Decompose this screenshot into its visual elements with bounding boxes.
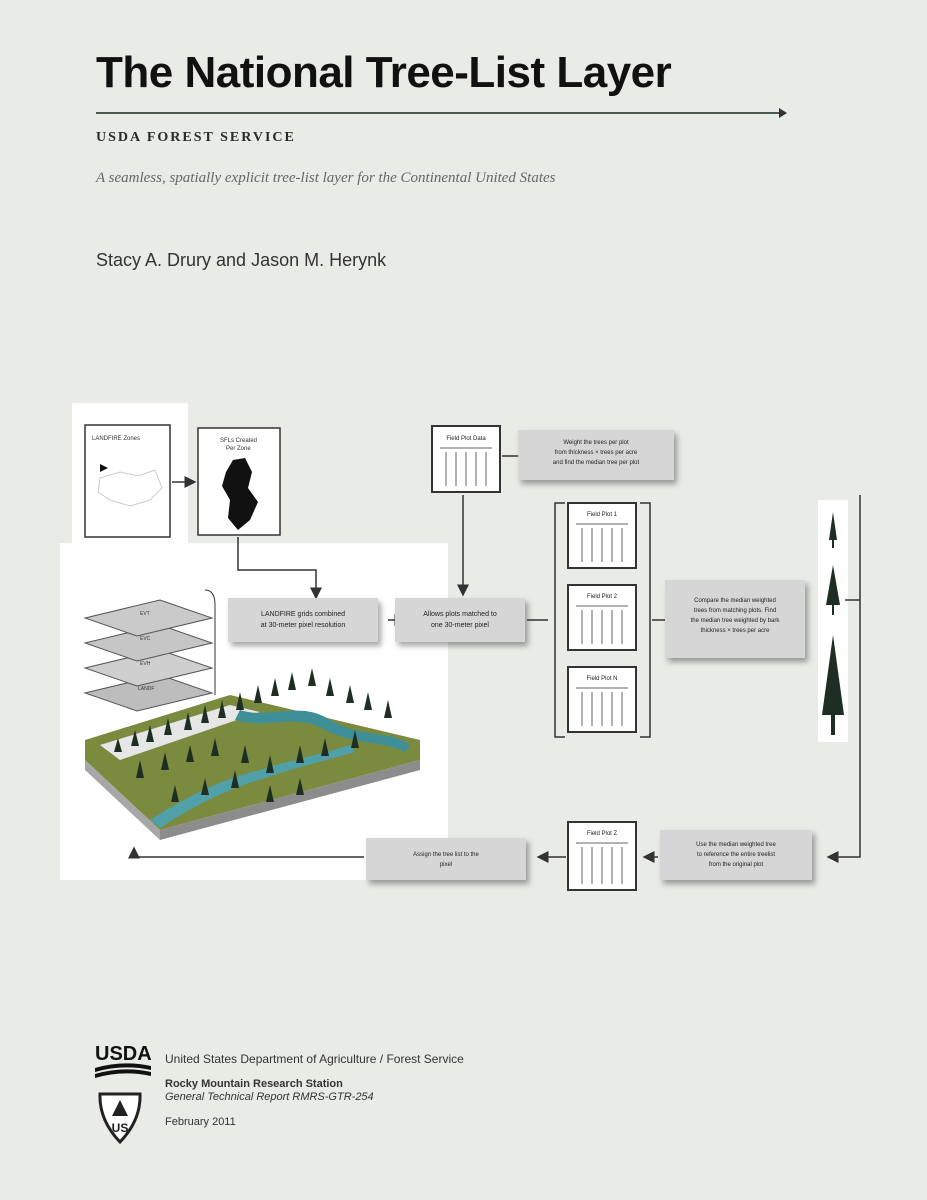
publication-date: February 2011: [165, 1116, 236, 1128]
field-plot-data-table: Field Plot Data: [431, 425, 501, 493]
compare-box-line-2: trees from matching plots. Find: [694, 608, 776, 614]
field-plot-1-table: Field Plot 1: [567, 502, 637, 569]
workflow-diagram: LANDFIRE Zones SFLs Created Per Zone LAN…: [60, 403, 861, 891]
terrain-illustration: [85, 668, 420, 840]
department-name: United States Department of Agriculture …: [165, 1052, 464, 1066]
assign-tree-list-box: [366, 838, 526, 880]
authors: Stacy A. Drury and Jason M. Herynk: [96, 250, 387, 270]
map2-label-1: SFLs Created: [220, 438, 257, 444]
compare-box-line-1: Compare the median weighted: [694, 598, 776, 604]
agency-name: USDA FOREST SERVICE: [96, 130, 296, 145]
field-plot-1-label: Field Plot 1: [587, 512, 618, 518]
title-rule: [96, 112, 782, 114]
usda-logo: USDA: [95, 1043, 151, 1078]
weight-trees-box: [518, 430, 674, 480]
layer-label-2: EVC: [140, 636, 151, 642]
report-number: General Technical Report RMRS-GTR-254: [165, 1091, 374, 1103]
assign-box-line-2: pixel: [440, 862, 452, 868]
compare-box-line-3: the median tree weighted by bark: [691, 618, 781, 624]
rule-arrowhead-icon: [779, 108, 787, 118]
field-plot-2-table: Field Plot 2: [567, 584, 637, 651]
grids-combined-box: [228, 598, 378, 642]
station-name: Rocky Mountain Research Station: [165, 1078, 343, 1090]
match-box-line-2: one 30-meter pixel: [431, 622, 489, 629]
landfire-zones-map: LANDFIRE Zones: [84, 424, 171, 538]
use-median-box: [660, 830, 812, 880]
use-box-line-2: to reference the entire treelist: [697, 852, 775, 858]
layer-label-4: LANDF: [138, 686, 154, 692]
weight-box-line-1: Weight the trees per plot: [563, 440, 629, 446]
subtitle: A seamless, spatially explicit tree-list…: [96, 170, 556, 186]
field-plot-data-label: Field Plot Data: [446, 436, 486, 442]
use-box-line-3: from the original plot: [709, 862, 764, 868]
weight-box-line-2: from thickness × trees per acre: [555, 450, 638, 456]
weight-box-line-3: and find the median tree per plot: [553, 460, 640, 466]
usda-logo-text: USDA: [95, 1043, 151, 1065]
plots-matched-box: [395, 598, 525, 642]
layer-label-3: EVH: [140, 661, 151, 667]
forest-service-shield-icon: US: [98, 1092, 142, 1145]
compare-box-line-4: thickness × trees per acre: [701, 628, 771, 634]
match-box-line-1: Allows plots matched to: [423, 611, 497, 618]
map2-label-2: Per Zone: [226, 446, 251, 452]
tree-size-icons: [822, 512, 844, 735]
layer-label-1: EVT: [140, 611, 150, 617]
grids-box-line-1: LANDFIRE grids combined: [261, 611, 345, 618]
grids-box-line-2: at 30-meter pixel resolution: [261, 622, 346, 629]
assign-box-line-1: Assign the tree list to the: [413, 852, 479, 858]
sfls-per-zone-map: SFLs Created Per Zone: [197, 427, 281, 536]
field-plot-n-label: Field Plot N: [586, 676, 617, 682]
field-plot-z-table: Field Plot Z: [567, 821, 637, 891]
data-layer-stack: LANDF EVH EVC EVT: [83, 599, 214, 712]
field-plot-z-label: Field Plot Z: [587, 831, 618, 837]
field-plot-2-label: Field Plot 2: [587, 594, 618, 600]
shield-logo-text: US: [112, 1121, 129, 1135]
field-plot-n-table: Field Plot N: [567, 666, 637, 733]
page-title: The National Tree-List Layer: [96, 48, 672, 97]
use-box-line-1: Use the median weighted tree: [696, 842, 776, 848]
compare-trees-box: [665, 580, 805, 658]
map1-label: LANDFIRE Zones: [92, 436, 140, 442]
